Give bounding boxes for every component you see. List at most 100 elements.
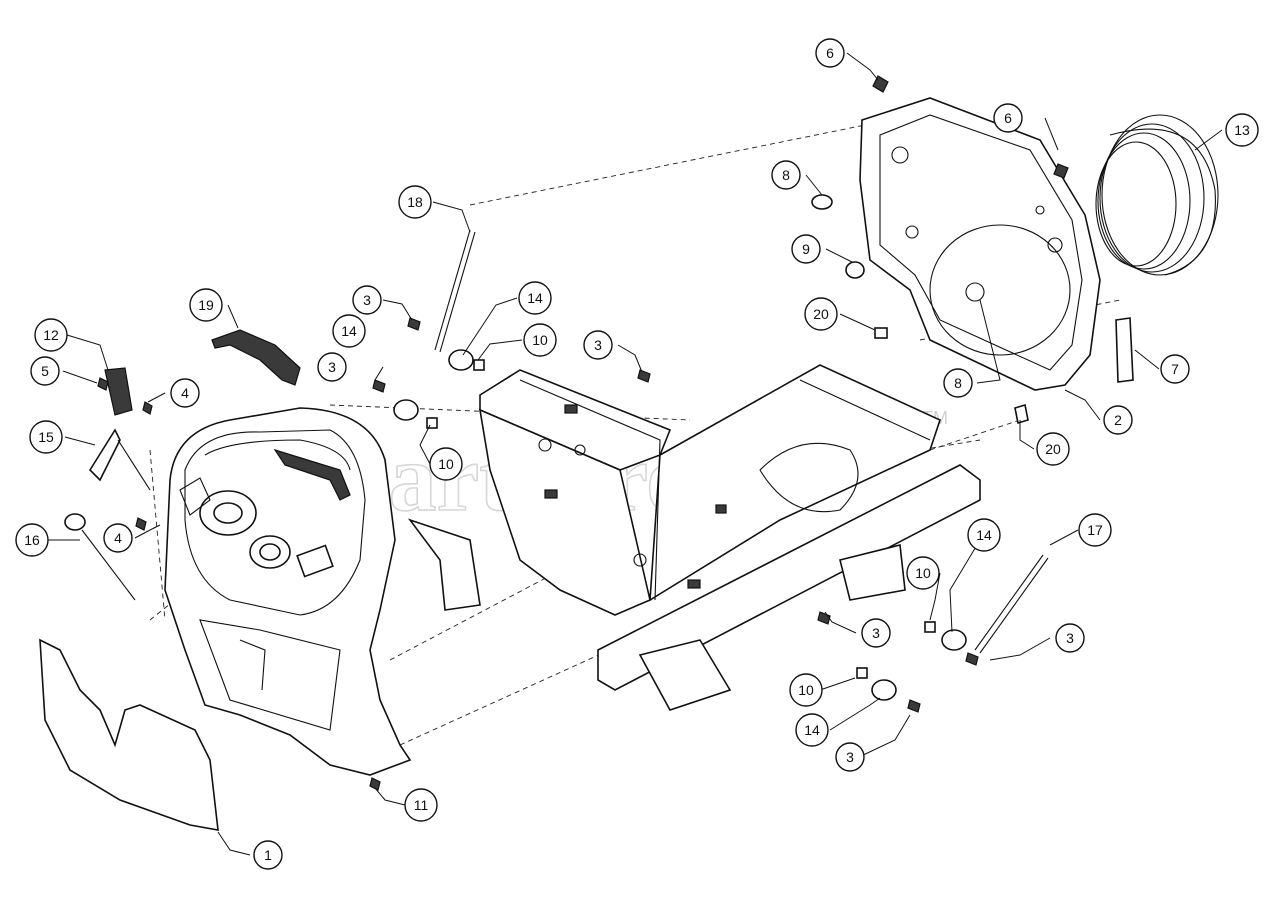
callout-circle (429, 447, 463, 481)
callout-label: 19 (198, 297, 214, 313)
callout-c-5: 5 (30, 356, 60, 386)
callout-label: 10 (915, 565, 931, 581)
callout-label: 9 (802, 241, 810, 257)
callout-c-8a: 8 (771, 160, 801, 190)
callout-circle (1055, 623, 1085, 653)
callout-c-3b: 3 (583, 330, 613, 360)
callout-label: 18 (407, 194, 423, 210)
callout-label: 3 (872, 625, 880, 641)
callout-c-4b: 4 (103, 523, 133, 553)
callout-label: 11 (414, 797, 429, 813)
callout-circle (1225, 113, 1259, 147)
callout-label: 3 (363, 292, 371, 308)
callout-circle (815, 38, 845, 68)
callout-label: 3 (846, 749, 854, 765)
callout-circle (518, 281, 552, 315)
leader-lines (48, 52, 1223, 856)
callout-circle (29, 420, 63, 454)
bracket-15 (88, 428, 151, 491)
main-frame (407, 364, 981, 711)
callout-circle (795, 713, 829, 747)
callout-label: 14 (976, 527, 992, 543)
callout-label: 13 (1234, 122, 1250, 138)
callout-c-14c: 14 (967, 518, 1001, 552)
callout-c-16: 16 (15, 523, 49, 557)
rod-18 (434, 229, 476, 353)
callout-c-11: 11 (404, 788, 438, 822)
bracket-12 (104, 367, 133, 416)
callout-label: 14 (804, 722, 820, 738)
callout-c-3e: 3 (1055, 623, 1085, 653)
callout-c-19: 19 (189, 288, 223, 322)
coil-spring (1095, 114, 1219, 276)
callout-c-14a: 14 (518, 281, 552, 315)
callout-circle (332, 314, 366, 348)
callout-circle (771, 160, 801, 190)
callout-c-14b: 14 (332, 314, 366, 348)
callout-circle (523, 323, 557, 357)
callout-c-6b: 6 (993, 103, 1023, 133)
knob-16 (64, 513, 136, 601)
washers (393, 349, 967, 701)
callout-label: 4 (114, 530, 122, 546)
callout-c-2: 2 (1103, 405, 1133, 435)
rear-panel (859, 97, 1101, 391)
callout-c-4a: 4 (170, 378, 200, 408)
callout-c-10c: 10 (906, 556, 940, 590)
callout-circle (103, 523, 133, 553)
trim-piece (211, 329, 301, 386)
callout-c-20b: 20 (1036, 432, 1070, 466)
callout-circle (943, 368, 973, 398)
skirt-panel (39, 638, 219, 831)
callout-label: 3 (594, 337, 602, 353)
callout-label: 10 (532, 332, 548, 348)
callout-label: 2 (1114, 412, 1122, 428)
callout-circle (352, 285, 382, 315)
callout-circle (317, 352, 347, 382)
callout-c-1: 1 (253, 840, 283, 870)
callout-circle (861, 618, 891, 648)
callout-circle (791, 234, 821, 264)
callout-c-7: 7 (1160, 354, 1190, 384)
callout-label: 16 (24, 532, 40, 548)
callout-circle (1160, 354, 1190, 384)
callout-label: 17 (1087, 522, 1103, 538)
callout-circle (189, 288, 223, 322)
callout-label: 3 (328, 359, 336, 375)
clips (426, 359, 936, 679)
callout-label: 20 (813, 306, 829, 322)
callout-label: 6 (1004, 110, 1012, 126)
callout-label: 14 (341, 323, 357, 339)
callout-label: 15 (38, 429, 54, 445)
callout-label: 7 (1171, 361, 1179, 377)
callout-c-10a: 10 (523, 323, 557, 357)
callout-c-18: 18 (398, 185, 432, 219)
callout-circle (1078, 513, 1112, 547)
callout-label: 14 (527, 290, 543, 306)
callout-circle (789, 673, 823, 707)
callout-circle (404, 788, 438, 822)
callout-c-17: 17 (1078, 513, 1112, 547)
callout-c-10d: 10 (789, 673, 823, 707)
callout-label: 1 (264, 847, 272, 863)
callout-circle (1103, 405, 1133, 435)
callout-c-12: 12 (34, 318, 68, 352)
callout-circle (170, 378, 200, 408)
callout-c-3c: 3 (317, 352, 347, 382)
callout-label: 12 (43, 327, 59, 343)
callout-c-6a: 6 (815, 38, 845, 68)
callout-c-15: 15 (29, 420, 63, 454)
callout-c-3d: 3 (861, 618, 891, 648)
callout-label: 6 (826, 45, 834, 61)
callout-circle (906, 556, 940, 590)
callout-circle (967, 518, 1001, 552)
callout-c-9: 9 (791, 234, 821, 264)
callout-circle (34, 318, 68, 352)
callout-circle (804, 297, 838, 331)
callout-label: 8 (954, 375, 962, 391)
callout-label: 5 (41, 363, 49, 379)
callout-c-20a: 20 (804, 297, 838, 331)
callout-circle (583, 330, 613, 360)
